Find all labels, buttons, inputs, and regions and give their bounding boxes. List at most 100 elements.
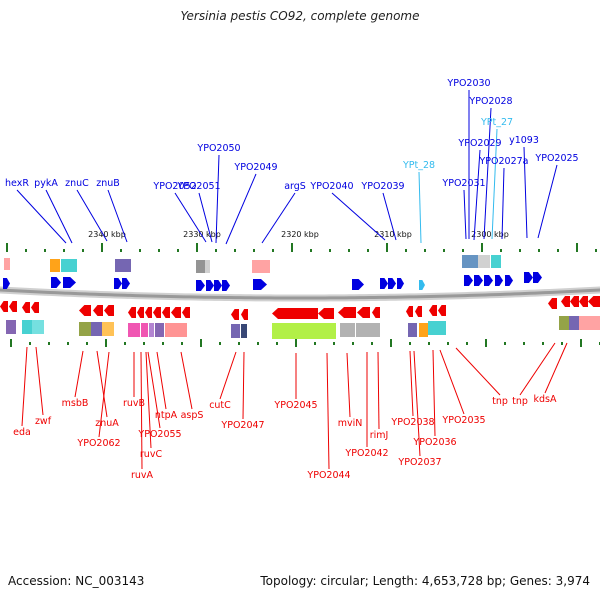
top-gene-label: YPO2030 bbox=[446, 78, 490, 89]
feature-box bbox=[569, 316, 579, 330]
top-leader-line bbox=[225, 173, 257, 245]
forward-gene-arrow bbox=[397, 278, 404, 289]
upper-tick bbox=[557, 249, 559, 252]
bottom-leader-line bbox=[140, 351, 143, 470]
bottom-gene-label: YPO2042 bbox=[344, 448, 388, 459]
top-gene-label: YPO2031 bbox=[441, 178, 485, 189]
feature-box bbox=[165, 323, 187, 337]
forward-gene-arrow bbox=[495, 275, 503, 286]
reverse-gene-arrow bbox=[429, 305, 437, 316]
reverse-gene-arrow bbox=[438, 305, 446, 316]
bottom-leader-line bbox=[544, 342, 568, 394]
upper-tick bbox=[25, 249, 27, 252]
scale-label: 2320 kbp bbox=[281, 230, 319, 239]
gene-arrows bbox=[0, 272, 600, 320]
feature-box bbox=[50, 259, 60, 272]
bottom-leader-line bbox=[432, 349, 436, 437]
lower-tick bbox=[257, 342, 259, 345]
top-gene-label: YPO2050 bbox=[196, 143, 240, 154]
forward-gene-arrow bbox=[51, 277, 61, 288]
top-leader-line bbox=[418, 171, 422, 244]
feature-box bbox=[115, 259, 131, 272]
reverse-gene-arrow bbox=[318, 308, 334, 319]
top-leader-line bbox=[491, 128, 498, 240]
bottom-gene-label: YPO2047 bbox=[220, 420, 264, 431]
bottom-leader-line bbox=[96, 350, 108, 418]
bottom-gene-label: tnp bbox=[492, 396, 508, 407]
upper-tick bbox=[63, 249, 65, 252]
upper-tick bbox=[215, 249, 217, 252]
feature-box bbox=[61, 259, 77, 272]
feature-box bbox=[478, 255, 490, 268]
bottom-gene-label: aspS bbox=[181, 410, 204, 421]
forward-gene-arrow bbox=[122, 278, 130, 289]
top-leader-line bbox=[76, 189, 108, 242]
feature-box bbox=[559, 316, 569, 330]
reverse-gene-arrow bbox=[338, 307, 356, 318]
reverse-gene-arrow bbox=[79, 305, 91, 316]
feature-box bbox=[32, 320, 44, 334]
top-leader-line bbox=[483, 107, 492, 240]
lower-tick bbox=[105, 339, 107, 347]
reverse-gene-arrow bbox=[171, 307, 181, 318]
top-leader-line bbox=[107, 189, 128, 243]
feature-box bbox=[231, 324, 240, 338]
lower-tick bbox=[162, 342, 164, 345]
upper-tick bbox=[82, 249, 84, 252]
upper-tick bbox=[120, 249, 122, 252]
lower-tick bbox=[333, 342, 335, 345]
bottom-gene-label: YPO2036 bbox=[412, 437, 456, 448]
reverse-gene-arrow bbox=[145, 307, 152, 318]
lower-tick bbox=[561, 342, 563, 345]
reverse-gene-arrow bbox=[137, 307, 144, 318]
bottom-gene-label: rimJ bbox=[370, 430, 389, 441]
reverse-gene-arrow bbox=[272, 308, 318, 319]
feature-box bbox=[408, 323, 417, 337]
lower-tick bbox=[10, 339, 12, 347]
lower-tick bbox=[390, 339, 392, 347]
lower-tick bbox=[580, 339, 582, 347]
forward-gene-arrow bbox=[63, 277, 76, 288]
lower-tick bbox=[504, 342, 506, 345]
upper-tick bbox=[424, 249, 426, 252]
genome-backbone bbox=[0, 286, 600, 302]
bottom-gene-label: ntpA bbox=[155, 410, 178, 421]
lower-tick bbox=[124, 342, 126, 345]
bottom-leader-line bbox=[439, 349, 465, 415]
reverse-gene-arrow bbox=[357, 307, 370, 318]
feature-box bbox=[141, 323, 148, 337]
bottom-leader-line bbox=[35, 346, 44, 416]
lower-tick bbox=[409, 342, 411, 345]
top-gene-label: pykA bbox=[34, 178, 58, 189]
forward-gene-arrow bbox=[474, 275, 483, 286]
lower-tick bbox=[29, 342, 31, 345]
feature-box bbox=[155, 323, 164, 337]
top-leader-line bbox=[174, 192, 207, 243]
top-gene-label: znuC bbox=[65, 178, 89, 189]
scale-label: 2330 kbp bbox=[183, 230, 221, 239]
forward-gene-arrow bbox=[419, 280, 425, 290]
reverse-gene-arrow bbox=[579, 296, 588, 307]
top-leader-line bbox=[382, 192, 397, 241]
feature-box bbox=[22, 320, 32, 334]
lower-tick bbox=[219, 342, 221, 345]
top-gene-label: argS bbox=[284, 181, 306, 192]
lower-tick bbox=[447, 342, 449, 345]
forward-gene-arrow bbox=[484, 275, 493, 286]
bottom-leader-line bbox=[147, 351, 161, 429]
bottom-leader-line bbox=[145, 351, 152, 449]
top-leader-line bbox=[215, 154, 220, 244]
upper-tick bbox=[405, 249, 407, 252]
top-leader-line bbox=[45, 189, 73, 244]
backbone-line bbox=[0, 288, 600, 300]
top-leader-line bbox=[473, 149, 481, 241]
bottom-gene-label: cutC bbox=[209, 400, 231, 411]
bottom-gene-label: znuA bbox=[95, 418, 119, 429]
upper-tick bbox=[500, 249, 502, 252]
reverse-gene-arrow bbox=[406, 306, 413, 317]
scale-label: 2340 kbp bbox=[88, 230, 126, 239]
forward-gene-arrow bbox=[214, 280, 222, 291]
lower-tick bbox=[295, 339, 297, 347]
